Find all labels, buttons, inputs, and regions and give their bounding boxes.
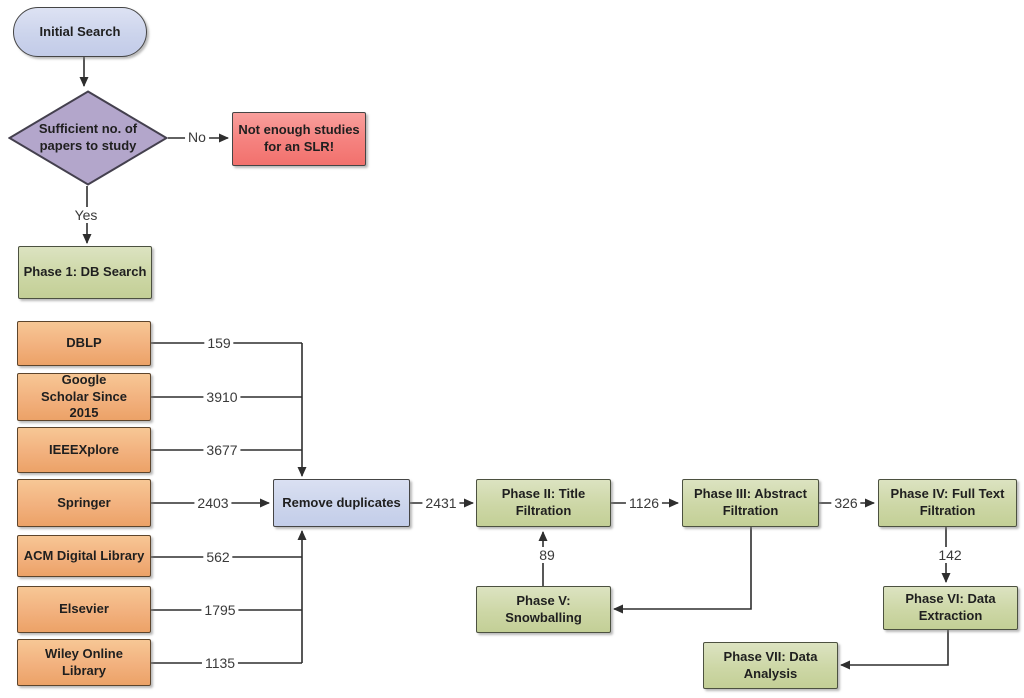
node-remove-duplicates: Remove duplicates — [273, 479, 410, 527]
node-db-google-scholar: Google Scholar Since 2015 — [17, 372, 151, 421]
count-dblp: 159 — [204, 335, 234, 351]
node-db-dblp: DBLP — [17, 321, 151, 366]
count-after-dedup: 2431 — [422, 495, 460, 511]
node-db-acm: ACM Digital Library — [17, 535, 151, 577]
edge-label-yes: Yes — [71, 207, 101, 223]
node-phase6-data-extraction: Phase VI: Data Extraction — [883, 586, 1018, 630]
node-label: Initial Search — [39, 23, 121, 39]
count-after-full-text-filtration: 142 — [935, 547, 965, 563]
node-label: Phase III: Abstract Filtration — [694, 486, 807, 518]
node-label: Sufficient no. of papers to study — [38, 121, 138, 153]
node-phase3-abstract-filtration: Phase III: Abstract Filtration — [682, 479, 819, 527]
node-label: Google Scholar Since 2015 — [41, 372, 127, 421]
count-snowballing-feedback: 89 — [536, 547, 558, 563]
node-phase4-full-text-filtration: Phase IV: Full Text Filtration — [878, 479, 1017, 527]
node-label: DBLP — [66, 335, 102, 351]
diamond-shape — [8, 90, 168, 186]
node-label: Not enough studies for an SLR! — [238, 122, 360, 154]
edge-label-no: No — [185, 129, 209, 145]
node-phase2-title-filtration: Phase II: Title Filtration — [476, 479, 611, 527]
node-phase5-snowballing: Phase V: Snowballing — [476, 586, 611, 633]
node-initial-search: Initial Search — [13, 7, 147, 57]
node-label: Phase II: Title Filtration — [501, 486, 586, 518]
node-label: Springer — [57, 494, 111, 510]
node-db-wiley: Wiley Online Library — [17, 639, 151, 686]
count-springer: 2403 — [194, 495, 232, 511]
node-label: Phase VII: Data Analysis — [723, 648, 818, 681]
node-label: Wiley Online Library — [45, 645, 123, 678]
node-label: Phase IV: Full Text Filtration — [890, 486, 1005, 518]
node-db-springer: Springer — [17, 479, 151, 527]
node-db-ieeexplore: IEEEXplore — [17, 427, 151, 473]
count-acm: 562 — [203, 549, 233, 565]
node-label: ACM Digital Library — [23, 547, 145, 563]
node-label: Phase VI: Data Extraction — [905, 591, 996, 623]
node-phase1-db-search: Phase 1: DB Search — [18, 246, 152, 299]
node-label: Phase 1: DB Search — [23, 264, 147, 280]
count-after-abstract-filtration: 326 — [831, 495, 861, 511]
node-decision-diamond: Sufficient no. of papers to study — [8, 90, 168, 186]
count-after-title-filtration: 1126 — [625, 495, 663, 511]
edge-phase3-to-phase5 — [613, 527, 752, 614]
count-google-scholar: 3910 — [203, 389, 241, 405]
count-wiley: 1135 — [201, 655, 239, 671]
node-label: Elsevier — [59, 601, 109, 617]
node-label: Remove duplicates — [282, 494, 401, 510]
node-not-enough-studies: Not enough studies for an SLR! — [232, 112, 366, 166]
node-db-elsevier: Elsevier — [17, 586, 151, 633]
node-phase7-data-analysis: Phase VII: Data Analysis — [703, 642, 838, 689]
count-ieeexplore: 3677 — [203, 442, 241, 458]
node-label: IEEEXplore — [48, 441, 120, 457]
node-label: Phase V: Snowballing — [505, 592, 582, 625]
count-elsevier: 1795 — [201, 602, 239, 618]
edge-phase6-to-phase7 — [840, 630, 949, 670]
